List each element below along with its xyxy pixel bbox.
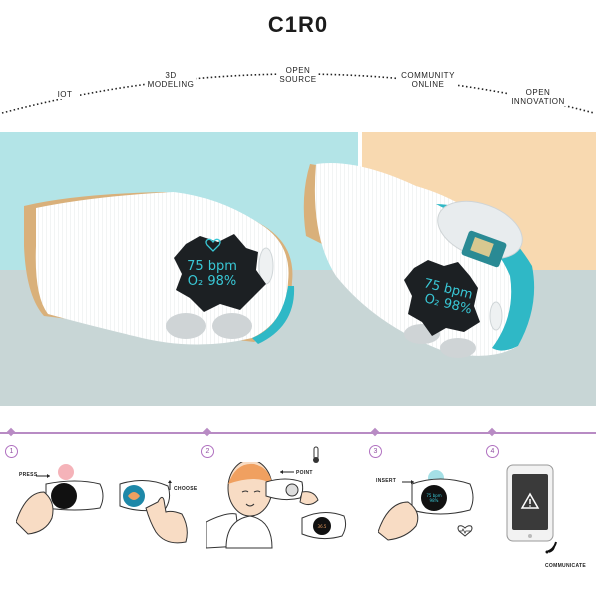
arc-label-3d-modeling: 3D MODELING	[146, 71, 196, 89]
svg-text:36.5: 36.5	[318, 524, 327, 529]
arc-label-open-innovation: OPEN INNOVATION	[508, 88, 568, 106]
arc-label-community-online: COMMUNITY ONLINE	[398, 71, 458, 89]
step-marker-1	[6, 427, 16, 437]
step4-label-communicate: COMMUNICATE	[545, 563, 586, 569]
step-number-4: 4	[486, 445, 499, 458]
step-number-3: 3	[369, 445, 382, 458]
step-marker-3	[370, 427, 380, 437]
step-marker-4	[487, 427, 497, 437]
arc-label-open-source: OPEN SOURCE	[278, 66, 318, 84]
svg-text:75 bpm: 75 bpm	[426, 493, 441, 498]
arc-label-iot: IOT	[50, 90, 80, 99]
timeline-arc	[1, 73, 595, 114]
step2-illustration: 36.5	[206, 462, 347, 549]
step3-illustration: 75 bpm 98%	[378, 470, 474, 541]
step1-illustration	[16, 464, 188, 544]
device-render-right	[303, 162, 535, 358]
step-number-1: 1	[5, 445, 18, 458]
device-screen-oxygen: O₂ 98%	[187, 274, 237, 289]
step3-label-insert: INSERT	[376, 478, 397, 484]
step1-label-choose: CHOOSE	[174, 486, 198, 492]
svg-text:98%: 98%	[430, 498, 439, 503]
step1-label-press: PRESS	[19, 472, 38, 478]
step-number-2: 2	[201, 445, 214, 458]
heart-icon	[205, 238, 221, 252]
pulse-icon	[457, 525, 473, 537]
signal-icon	[545, 541, 557, 554]
device-screen-bpm: 75 bpm	[187, 259, 237, 274]
page-title: C1R0	[267, 12, 329, 37]
steps-timeline	[0, 432, 596, 434]
step2-label-point: POINT	[296, 470, 313, 476]
thermometer-icon	[313, 446, 319, 463]
step-marker-2	[202, 427, 212, 437]
warning-icon	[520, 492, 540, 509]
device-render-left	[24, 192, 295, 345]
